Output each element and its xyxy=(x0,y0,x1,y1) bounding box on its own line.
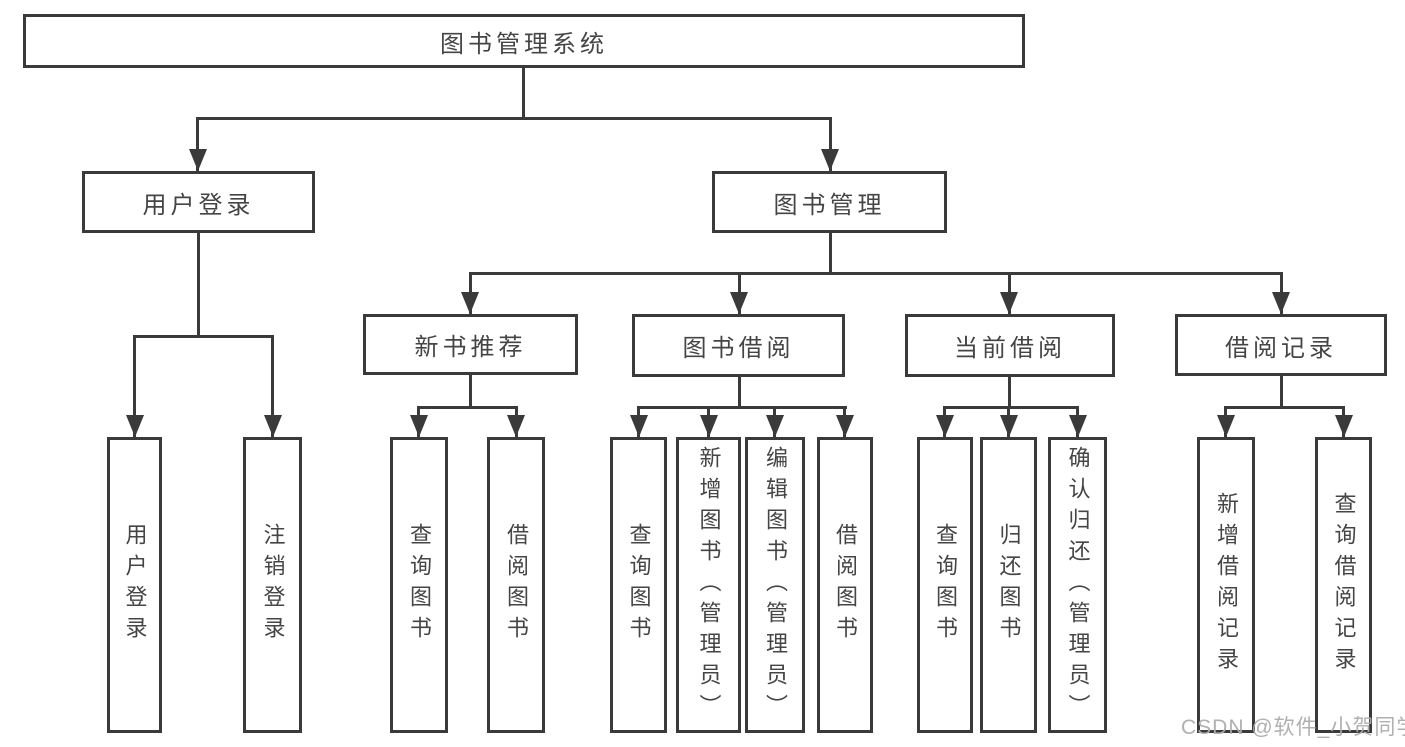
node-new-book-recommend-label: 新书推荐 xyxy=(414,334,527,361)
arrowhead-down-icon xyxy=(461,292,479,314)
arrowhead-down-icon xyxy=(936,415,954,437)
leaf-borrowing-edit-admin-label: 编辑图书（管理员） xyxy=(763,445,788,725)
arrowhead-down-icon xyxy=(189,149,207,171)
leaf-newbooks-borrow-label: 借阅图书 xyxy=(504,523,529,647)
connector-current-bar xyxy=(943,406,1079,409)
leaf-user-login: 用户登录 xyxy=(107,437,162,733)
leaf-records-query-label: 查询借阅记录 xyxy=(1331,492,1357,678)
leaf-logout-label: 注销登录 xyxy=(260,523,286,647)
arrowhead-down-icon xyxy=(507,415,525,437)
arrowhead-down-icon xyxy=(1335,415,1353,437)
leaf-borrowing-query-label: 查询图书 xyxy=(626,523,652,647)
node-book-borrowing: 图书借阅 xyxy=(632,314,845,377)
arrowhead-down-icon xyxy=(700,415,718,437)
leaf-current-return-label: 归还图书 xyxy=(996,523,1022,647)
connector-newbooks-stem xyxy=(469,375,472,406)
leaf-borrowing-query: 查询图书 xyxy=(610,437,667,733)
connector-root-bar xyxy=(196,117,832,120)
arrowhead-down-icon xyxy=(766,415,784,437)
arrowhead-down-icon xyxy=(126,415,144,437)
arrowhead-down-icon xyxy=(1000,415,1018,437)
leaf-current-confirm-admin-label: 确认归还（管理员） xyxy=(1065,445,1091,725)
arrowhead-down-icon xyxy=(410,415,428,437)
leaf-logout: 注销登录 xyxy=(243,437,302,733)
connector-newbooks-bar xyxy=(417,406,518,409)
arrowhead-down-icon xyxy=(1217,415,1235,437)
connector-userlogin-bar xyxy=(133,335,274,338)
node-borrow-records: 借阅记录 xyxy=(1175,314,1387,376)
arrowhead-down-icon xyxy=(1000,292,1018,314)
leaf-borrowing-add-admin: 新增图书（管理员） xyxy=(676,437,741,733)
leaf-borrowing-edit-admin: 编辑图书（管理员） xyxy=(745,437,805,733)
connector-borrowing-stem xyxy=(738,377,741,406)
leaf-newbooks-query: 查询图书 xyxy=(390,437,448,733)
leaf-current-query: 查询图书 xyxy=(917,437,973,733)
connector-current-stem xyxy=(1008,377,1011,406)
node-book-borrowing-label: 图书借阅 xyxy=(682,335,795,362)
leaf-current-return: 归还图书 xyxy=(980,437,1037,733)
leaf-borrowing-borrow: 借阅图书 xyxy=(817,437,873,733)
leaf-records-add-label: 新增借阅记录 xyxy=(1214,492,1239,678)
csdn-watermark: CSDN @软件_小贺同学 xyxy=(1181,716,1405,739)
connector-userlogin-stem xyxy=(197,233,200,335)
leaf-borrowing-add-admin-label: 新增图书（管理员） xyxy=(696,445,722,725)
node-current-borrowing: 当前借阅 xyxy=(905,314,1115,377)
arrowhead-down-icon xyxy=(1272,292,1290,314)
node-book-management-label: 图书管理 xyxy=(773,191,886,219)
leaf-current-confirm-admin: 确认归还（管理员） xyxy=(1048,437,1107,733)
arrowhead-down-icon xyxy=(630,415,648,437)
node-root-label: 图书管理系统 xyxy=(440,30,608,58)
node-user-login: 用户登录 xyxy=(82,171,315,233)
arrowhead-down-icon xyxy=(264,415,282,437)
arrowhead-down-icon xyxy=(821,149,839,171)
node-borrow-records-label: 借阅记录 xyxy=(1225,334,1337,362)
node-user-login-label: 用户登录 xyxy=(142,191,255,219)
connector-bookmgmt-bar xyxy=(469,272,1283,275)
connector-records-stem xyxy=(1280,376,1283,406)
node-new-book-recommend: 新书推荐 xyxy=(363,314,578,375)
connector-records-bar xyxy=(1224,406,1345,409)
connector-root-drop-right xyxy=(829,117,832,171)
arrowhead-down-icon xyxy=(730,292,748,314)
node-current-borrowing-label: 当前借阅 xyxy=(954,335,1066,362)
connector-userlogin-drop-1 xyxy=(133,335,136,437)
connector-root-stem xyxy=(522,68,525,119)
leaf-records-query: 查询借阅记录 xyxy=(1315,437,1372,733)
leaf-borrowing-borrow-label: 借阅图书 xyxy=(833,523,858,647)
arrowhead-down-icon xyxy=(836,415,854,437)
arrowhead-down-icon xyxy=(1069,415,1087,437)
leaf-user-login-label: 用户登录 xyxy=(122,523,148,647)
leaf-newbooks-query-label: 查询图书 xyxy=(407,523,432,647)
leaf-newbooks-borrow: 借阅图书 xyxy=(487,437,545,733)
connector-borrowing-bar xyxy=(637,406,847,409)
node-root: 图书管理系统 xyxy=(23,14,1025,68)
leaf-current-query-label: 查询图书 xyxy=(933,523,958,647)
leaf-records-add: 新增借阅记录 xyxy=(1197,437,1255,733)
connector-bookmgmt-stem xyxy=(829,233,832,272)
node-book-management: 图书管理 xyxy=(712,171,947,233)
connector-root-drop-left xyxy=(196,117,199,171)
connector-userlogin-drop-2 xyxy=(271,335,274,437)
